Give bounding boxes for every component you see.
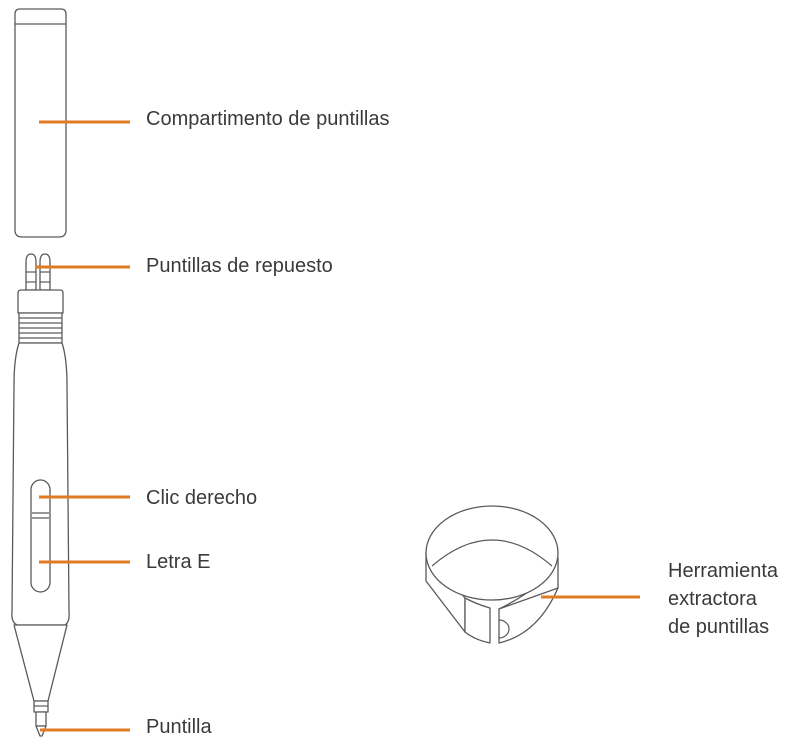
label-extractor-line-2: extractora (668, 588, 758, 610)
spare-nibs (25, 253, 51, 291)
label-right-click: Clic derecho (146, 487, 257, 509)
label-extractor-line-3: de puntillas (668, 616, 769, 638)
label-extractor-line-1: Herramienta (668, 560, 779, 582)
leader-lines (36, 120, 640, 732)
label-nib-compartment: Compartimento de puntillas (146, 108, 389, 130)
label-letter-e: Letra E (146, 551, 210, 573)
label-spare-nibs: Puntillas de repuesto (146, 255, 333, 277)
nib-extractor-ring (425, 505, 559, 644)
pen-body (11, 289, 70, 737)
label-nib: Puntilla (146, 716, 212, 738)
